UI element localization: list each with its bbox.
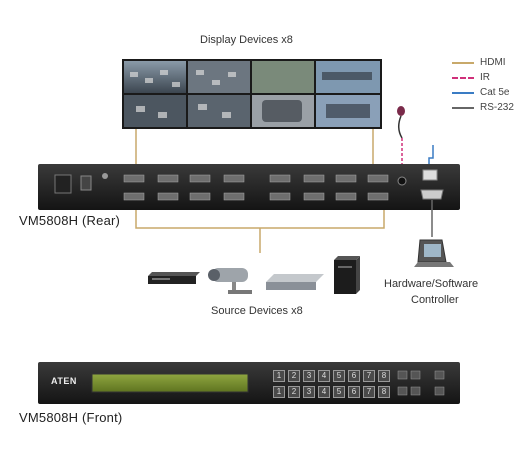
ground-screw-icon — [102, 173, 108, 179]
source-devices — [148, 256, 360, 294]
source-devices-label: Source Devices x8 — [211, 305, 303, 317]
security-camera-icon — [208, 268, 252, 294]
hdmi-ports — [123, 174, 389, 201]
media-player-icon — [266, 274, 324, 290]
front-button-1[interactable]: 1 — [273, 370, 285, 382]
legend-hdmi-label: HDMI — [480, 57, 506, 68]
pc-tower-icon — [334, 256, 360, 294]
rear-unit — [38, 164, 460, 210]
front-button-6[interactable]: 6 — [348, 386, 360, 398]
front-button-4[interactable]: 4 — [318, 370, 330, 382]
front-button-3[interactable]: 3 — [303, 370, 315, 382]
hdmi-input-lines — [135, 210, 385, 253]
front-unit — [38, 362, 460, 404]
lcd-display — [91, 373, 249, 393]
hdmi-output-lines — [135, 129, 374, 165]
ir-line-swatch — [452, 76, 474, 79]
controller-icon — [414, 239, 454, 267]
legend-hdmi: HDMI — [452, 57, 506, 68]
front-button-6[interactable]: 6 — [348, 370, 360, 382]
legend-cat5e: Cat 5e — [452, 87, 509, 98]
power-socket-icon — [54, 174, 72, 194]
legend-rs232: RS-232 — [452, 102, 514, 113]
controller-label-line1: Hardware/Software — [384, 278, 479, 290]
rs232-port-icon — [420, 189, 444, 200]
hdmi-line-swatch — [452, 61, 474, 64]
front-button-5[interactable]: 5 — [333, 370, 345, 382]
front-button-3[interactable]: 3 — [303, 386, 315, 398]
front-button-7[interactable]: 7 — [363, 370, 375, 382]
front-button-7[interactable]: 7 — [363, 386, 375, 398]
display-3 — [252, 61, 314, 93]
display-6 — [188, 95, 250, 127]
ir-sensor — [397, 106, 405, 172]
front-button-1[interactable]: 1 — [273, 386, 285, 398]
front-button-2[interactable]: 2 — [288, 386, 300, 398]
legend-cat5e-label: Cat 5e — [480, 87, 510, 98]
controller-label-line2: Controller — [411, 294, 459, 306]
front-unit-label: VM5808H (Front) — [19, 410, 123, 425]
front-button-2[interactable]: 2 — [288, 370, 300, 382]
rs232-line-swatch — [452, 106, 474, 109]
front-button-8[interactable]: 8 — [378, 386, 390, 398]
dvd-player-icon — [148, 272, 200, 284]
display-2 — [188, 61, 250, 93]
legend-rs232-label: RS-232 — [480, 102, 514, 113]
legend-ir-label: IR — [480, 72, 490, 83]
ir-port-icon — [397, 176, 407, 186]
display-5 — [124, 95, 186, 127]
display-devices-title: Display Devices x8 — [200, 34, 293, 46]
legend-ir: IR — [452, 72, 490, 83]
power-switch-icon — [80, 175, 92, 191]
front-button-5[interactable]: 5 — [333, 386, 345, 398]
video-wall — [122, 59, 382, 129]
front-button-4[interactable]: 4 — [318, 386, 330, 398]
cat5e-line-swatch — [452, 91, 474, 94]
rj45-port-icon — [422, 169, 438, 181]
rear-unit-label: VM5808H (Rear) — [19, 213, 121, 228]
brand-logo: ATEN — [51, 376, 77, 386]
front-button-8[interactable]: 8 — [378, 370, 390, 382]
front-panel-buttons — [397, 370, 445, 396]
